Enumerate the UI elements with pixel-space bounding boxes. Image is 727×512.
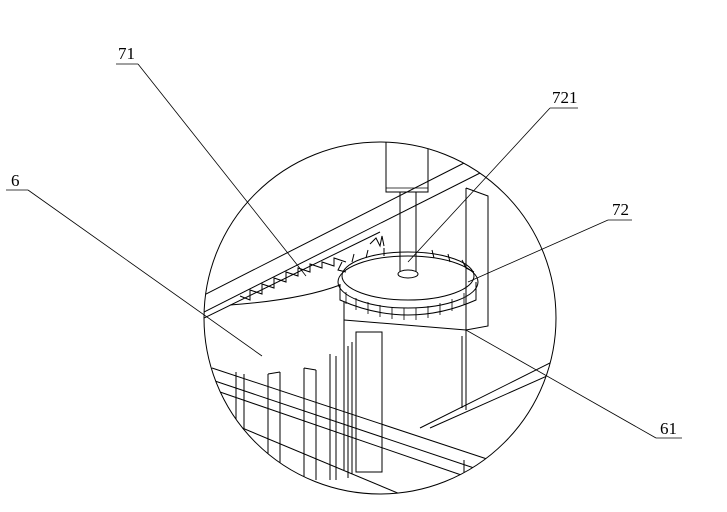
label-71: 71 — [118, 44, 135, 63]
shaft-721 — [385, 142, 429, 272]
mechanism — [204, 142, 556, 494]
detail-circle — [203, 141, 557, 495]
frame-6 — [204, 302, 491, 494]
bracket-61 — [343, 187, 556, 429]
label-6: 6 — [11, 171, 20, 190]
label-61: 61 — [660, 419, 677, 438]
leader-lines — [6, 63, 682, 439]
label-721: 721 — [552, 88, 578, 107]
gear-72 — [337, 248, 479, 320]
label-72: 72 — [612, 200, 629, 219]
gear-71 — [229, 235, 385, 306]
